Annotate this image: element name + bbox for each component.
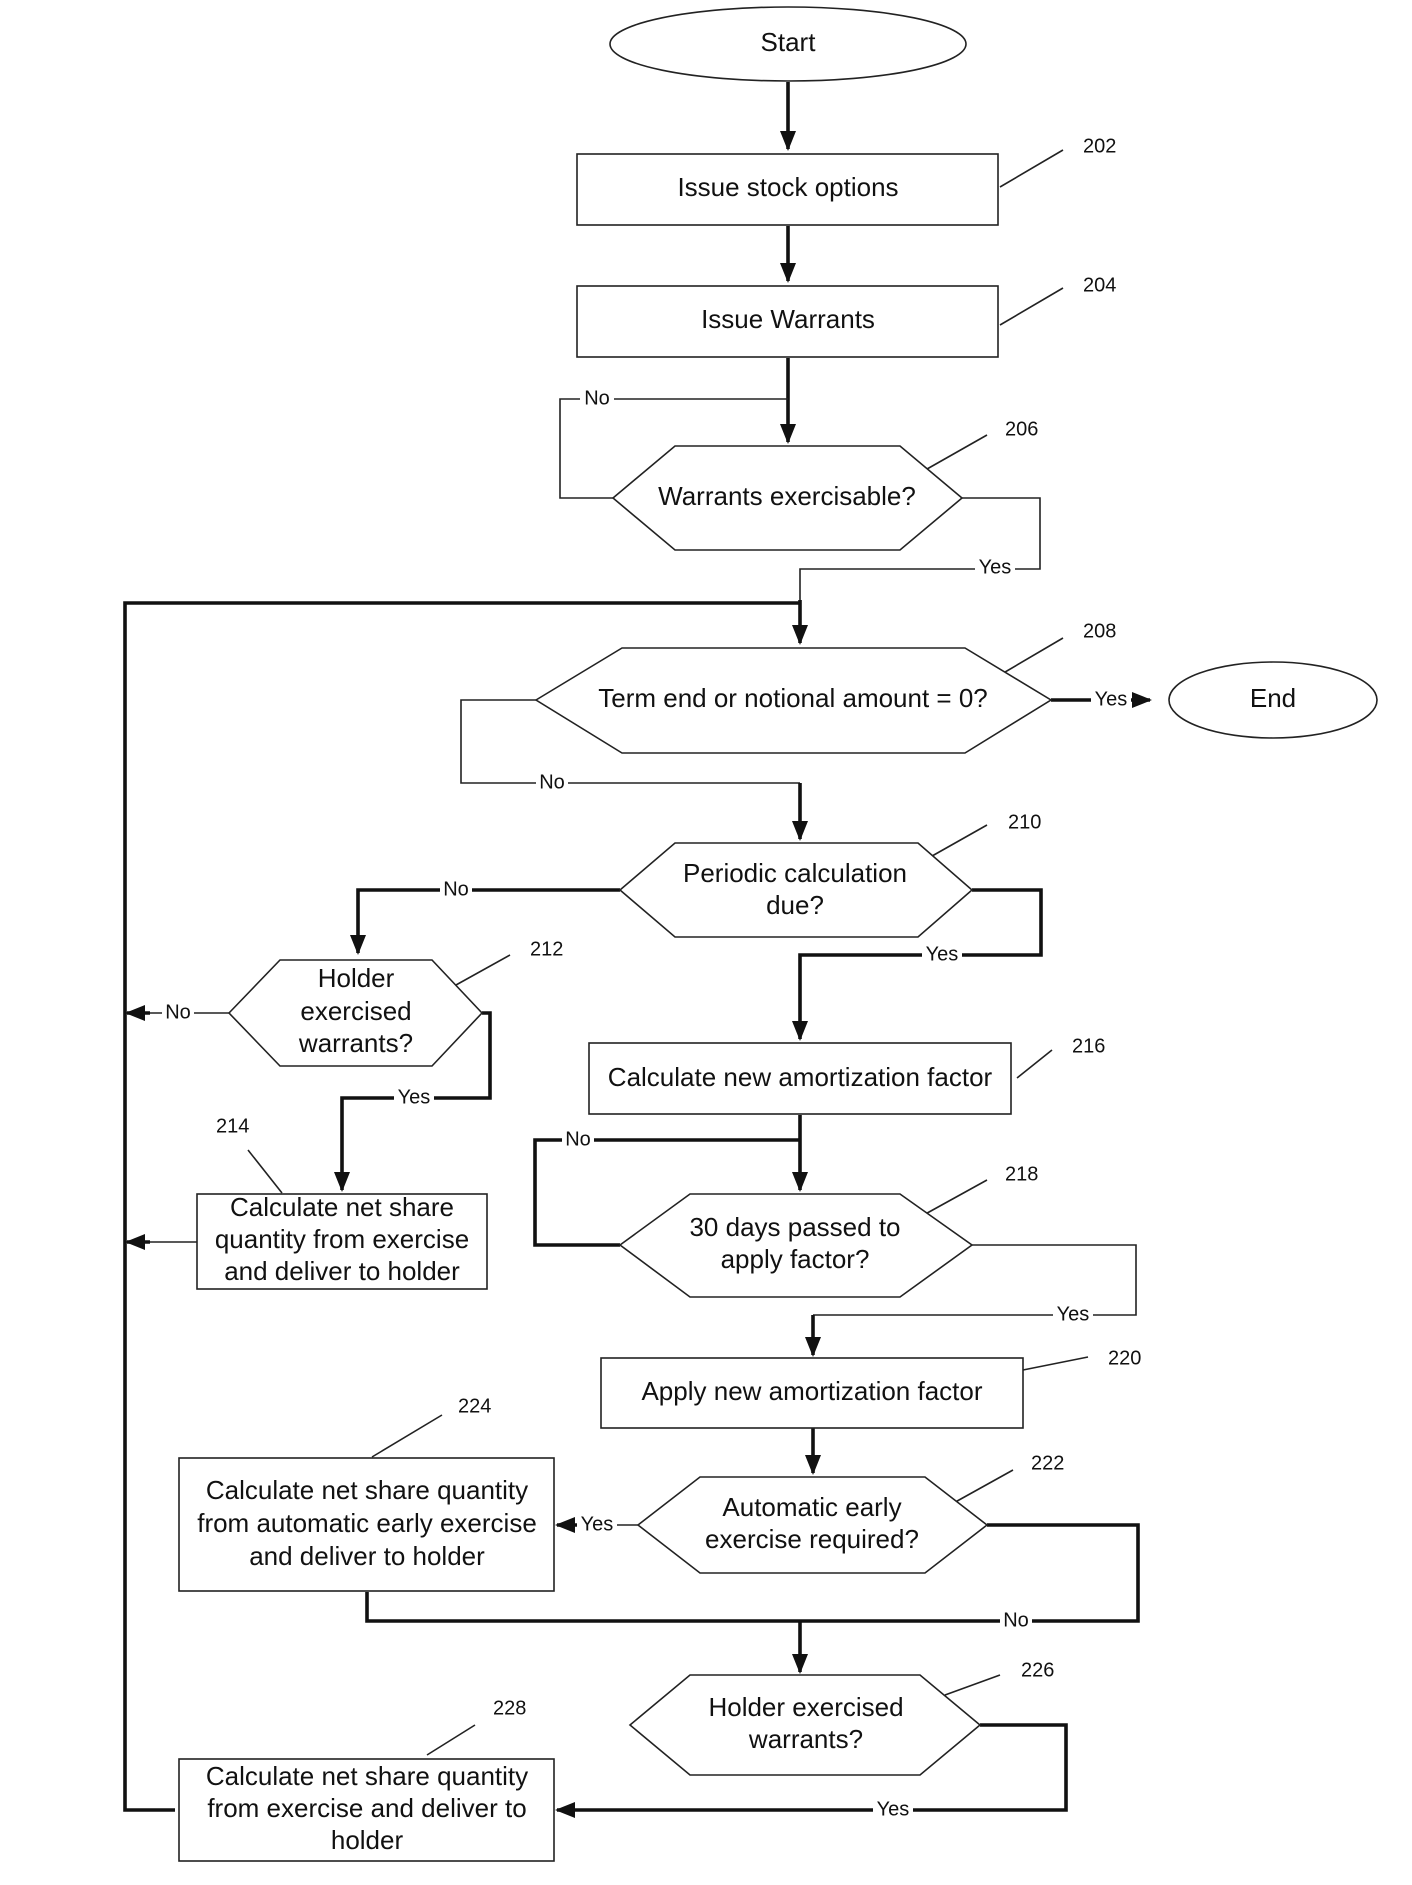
decision-222-automatic-early-exercise: Automatic early exercise required? (638, 1477, 987, 1573)
auto-early-line1: Automatic early (722, 1492, 901, 1522)
issue-warrants-label: Issue Warrants (701, 304, 875, 334)
periodic-calc-line2: due? (766, 890, 824, 920)
ref-216: 216 (1072, 1035, 1105, 1057)
holder-exercised-212-line1: Holder (318, 963, 395, 993)
edge-label-206-no: No (584, 387, 610, 409)
calc-net-224-line3: and deliver to holder (249, 1541, 485, 1571)
step-204-issue-warrants: Issue Warrants (577, 286, 998, 357)
calc-net-228-line2: from exercise and deliver to (207, 1793, 526, 1823)
ref-220: 220 (1108, 1347, 1141, 1369)
calc-net-228-line3: holder (331, 1825, 404, 1855)
edge-label-210-yes: Yes (926, 943, 959, 965)
ref-210: 210 (1008, 811, 1041, 833)
calc-net-214-line2: quantity from exercise (215, 1224, 469, 1254)
step-202-issue-stock-options: Issue stock options (577, 154, 998, 225)
step-214-calc-net-share: Calculate net share quantity from exerci… (197, 1192, 487, 1289)
decision-208-term-end: Term end or notional amount = 0? (536, 648, 1051, 753)
calc-net-214-line1: Calculate net share (230, 1192, 454, 1222)
end-label: End (1250, 683, 1296, 713)
start-label: Start (761, 27, 817, 57)
edge-210-no (358, 890, 620, 953)
ref-224: 224 (458, 1395, 491, 1417)
decision-210-periodic-calculation: Periodic calculation due? (620, 843, 972, 937)
decision-218-days-passed: 30 days passed to apply factor? (620, 1194, 972, 1297)
ref-222: 222 (1031, 1452, 1064, 1474)
end-terminal: End (1169, 662, 1377, 738)
holder-exercised-212-line2: exercised (300, 996, 411, 1026)
ref-212: 212 (530, 938, 563, 960)
ref-218: 218 (1005, 1163, 1038, 1185)
periodic-calc-line1: Periodic calculation (683, 858, 907, 888)
start-terminal: Start (610, 7, 966, 81)
edge-label-210-no: No (443, 878, 469, 900)
term-end-label: Term end or notional amount = 0? (598, 683, 988, 713)
edge-label-222-no: No (1003, 1609, 1029, 1631)
calc-net-224-line1: Calculate net share quantity (206, 1475, 528, 1505)
step-224-calc-net-share-auto: Calculate net share quantity from automa… (179, 1458, 554, 1591)
calc-net-224-line2: from automatic early exercise (197, 1508, 537, 1538)
days-passed-line2: apply factor? (721, 1244, 870, 1274)
edge-label-212-no: No (165, 1001, 191, 1023)
apply-amort-label: Apply new amortization factor (641, 1376, 982, 1406)
edge-label-218-no: No (565, 1128, 591, 1150)
ref-228: 228 (493, 1697, 526, 1719)
holder-exercised-212-line3: warrants? (298, 1028, 413, 1058)
edge-label-226-yes: Yes (877, 1798, 910, 1820)
ref-214: 214 (216, 1115, 249, 1137)
days-passed-line1: 30 days passed to (689, 1212, 900, 1242)
ref-208: 208 (1083, 620, 1116, 642)
holder-exercised-226-line1: Holder exercised (708, 1692, 903, 1722)
edge-label-212-yes: Yes (398, 1086, 431, 1108)
edge-label-206-yes: Yes (979, 556, 1012, 578)
calc-net-228-line1: Calculate net share quantity (206, 1761, 528, 1791)
edge-label-208-no: No (539, 771, 565, 793)
edge-label-218-yes: Yes (1057, 1303, 1090, 1325)
ref-204: 204 (1083, 274, 1116, 296)
step-228-calc-net-share: Calculate net share quantity from exerci… (179, 1759, 554, 1861)
calc-net-214-line3: and deliver to holder (224, 1256, 460, 1286)
edge-label-208-yes: Yes (1095, 688, 1128, 710)
decision-212-holder-exercised: Holder exercised warrants? (229, 960, 482, 1066)
auto-early-line2: exercise required? (705, 1524, 919, 1554)
ref-202: 202 (1083, 135, 1116, 157)
ref-206: 206 (1005, 418, 1038, 440)
issue-stock-options-label: Issue stock options (677, 172, 898, 202)
calc-amort-label: Calculate new amortization factor (608, 1062, 993, 1092)
warrants-exercisable-label: Warrants exercisable? (658, 481, 916, 511)
edge-label-222-yes: Yes (581, 1513, 614, 1535)
step-220-apply-amortization: Apply new amortization factor (601, 1358, 1023, 1428)
holder-exercised-226-line2: warrants? (748, 1724, 863, 1754)
step-216-calc-amortization: Calculate new amortization factor (589, 1043, 1011, 1114)
decision-226-holder-exercised: Holder exercised warrants? (630, 1675, 980, 1775)
decision-206-warrants-exercisable: Warrants exercisable? (613, 446, 962, 550)
ref-226: 226 (1021, 1659, 1054, 1681)
